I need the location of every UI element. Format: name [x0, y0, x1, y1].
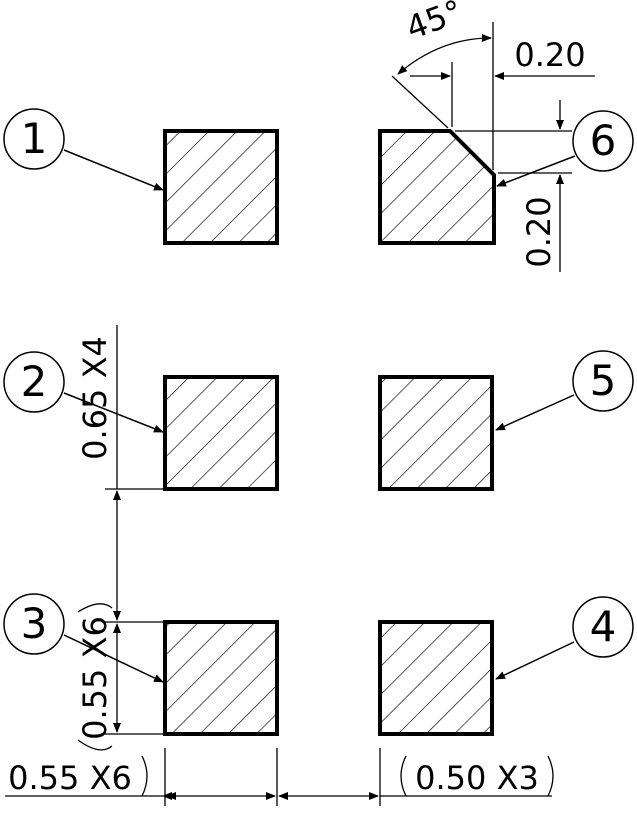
- chamfer-angle-arc: [397, 34, 492, 75]
- row-pitch-label: 0.65 X4: [76, 336, 114, 460]
- bottom-horizontal-dimensions: [5, 748, 554, 806]
- callout-circle-2: [3, 351, 65, 413]
- chamfer-angle-label: 45°: [401, 0, 467, 47]
- callout-label-3: 3: [21, 599, 48, 648]
- column-gap-paren-left: [400, 755, 407, 797]
- callout-label-6: 6: [590, 116, 617, 165]
- callout-label-5: 5: [590, 356, 617, 405]
- pad-height-paren-top: [77, 603, 113, 613]
- leader-2: [63, 392, 164, 433]
- leader-5: [495, 394, 575, 431]
- chamfer-dimensions: [391, 22, 595, 272]
- leader-1: [63, 149, 164, 191]
- callout-circle-5: [572, 350, 634, 412]
- pad-4: [378, 620, 494, 736]
- pad-6: [378, 129, 496, 245]
- pad-2: [163, 375, 279, 491]
- pad-callouts: [3, 108, 634, 683]
- pad-height-paren-bottom: [77, 739, 113, 751]
- callout-circle-3: [3, 593, 65, 655]
- chamfer-horizontal-label: 0.20: [514, 36, 585, 74]
- callout-labels: 1 2 3 4 5 6: [21, 114, 617, 651]
- callout-circle-6: [572, 110, 634, 172]
- pad-3: [163, 620, 279, 736]
- pad-width-paren-right: [141, 755, 148, 797]
- callout-label-4: 4: [590, 602, 617, 651]
- pad-1: [163, 129, 279, 245]
- column-gap-paren-right: [547, 755, 554, 797]
- pads-group: [163, 129, 496, 736]
- leader-4: [495, 641, 575, 680]
- chamfer-angle-extension: [391, 75, 449, 129]
- pad-width-label: 0.55 X6: [8, 759, 132, 797]
- leader-6: [496, 155, 576, 187]
- pad-5: [378, 375, 494, 491]
- left-vertical-dimensions: [77, 325, 163, 751]
- pad-height-label: 0.55 X6: [76, 616, 114, 740]
- column-gap-label: 0.50 X3: [415, 759, 539, 797]
- callout-label-1: 1: [21, 114, 48, 163]
- callout-circle-1: [3, 108, 65, 170]
- callout-circle-4: [572, 596, 634, 658]
- leader-3: [63, 634, 164, 683]
- chamfer-vertical-label: 0.20: [520, 196, 558, 267]
- callout-label-2: 2: [21, 357, 48, 406]
